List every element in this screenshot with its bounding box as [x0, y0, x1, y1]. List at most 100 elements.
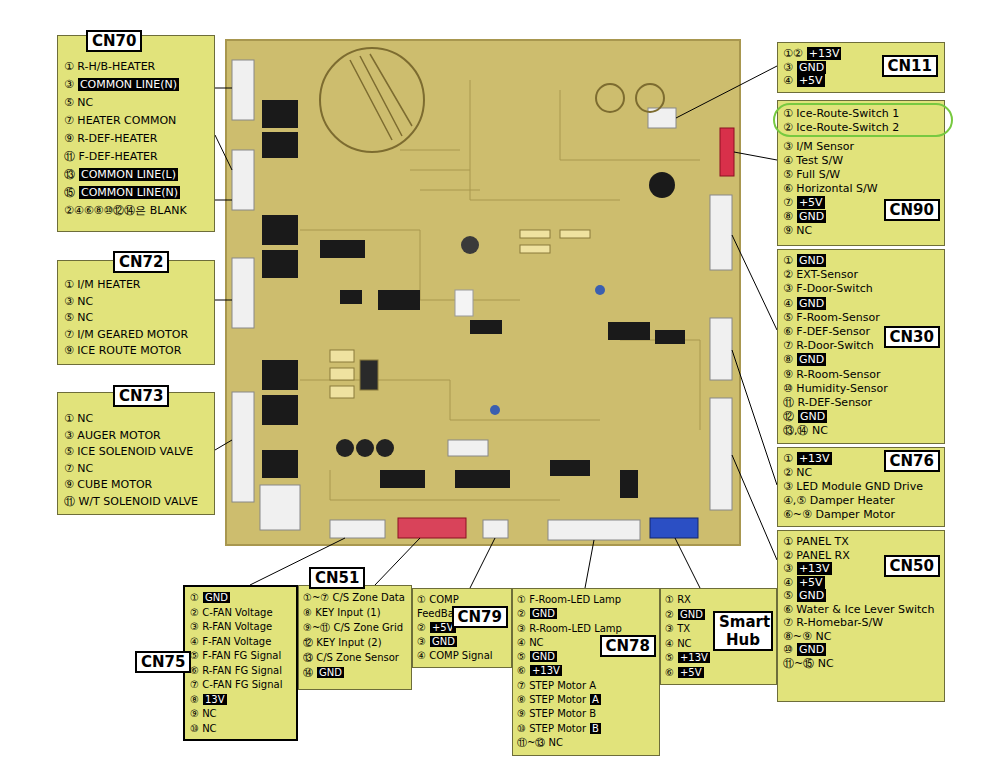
pin-label: ⑥ Water & Ice Lever Switch	[783, 603, 934, 616]
pin-row: ⑨ ICE ROUTE MOTOR	[64, 343, 210, 360]
pin-row: ⑬,⑭ NC	[783, 424, 940, 438]
pin-row: ⑫ KEY Input (2)	[303, 635, 407, 650]
pin-label: ④ NC	[665, 638, 692, 649]
red-connector	[720, 128, 734, 176]
pin-label-highlight: +5V	[797, 74, 825, 87]
pin-row: ⑥~⑨ Damper Motor	[783, 508, 940, 522]
pin-label-highlight: 13V	[203, 694, 227, 705]
pin-row: ⑥+5V	[665, 666, 772, 681]
pin-label: ③	[783, 562, 793, 575]
pin-row: ① R-H/B-HEATER	[64, 58, 210, 76]
pin-row: ⑭GND	[303, 665, 407, 680]
pin-label-highlight: GND	[797, 254, 826, 267]
pin-label: ②	[665, 609, 674, 620]
pin-list: ①GND② C-FAN Voltage③ R-FAN Voltage④ F-FA…	[185, 587, 296, 738]
pin-row: ⑥ Horizontal S/W	[783, 182, 940, 196]
pin-label: ① Ice-Route-Switch 1	[783, 107, 899, 120]
pin-row: ⑪~⑬ NC	[517, 736, 655, 750]
pin-label: ⑦ STEP Motor A	[517, 680, 596, 691]
connector-name: CN73	[113, 385, 169, 407]
pin-row: ⑥ Water & Ice Lever Switch	[783, 603, 940, 617]
pcb-traces	[300, 80, 700, 500]
pin-label: ⑧	[783, 353, 793, 366]
pin-row: ②④⑥⑧⑩⑫⑭은 BLANK	[64, 202, 210, 220]
pin-row: ⑤ NC	[64, 94, 210, 112]
pin-label: ② C-FAN Voltage	[190, 607, 273, 618]
pin-label-highlight: GND	[798, 410, 827, 423]
pin-label: ②	[417, 622, 426, 633]
pin-row: ① I/M HEATER	[64, 277, 210, 294]
connector-callout: CN90① Ice-Route-Switch 1② Ice-Route-Swit…	[777, 100, 945, 246]
connector-name: CN75	[135, 651, 191, 673]
pin-label: ⑬	[64, 168, 75, 181]
pin-row: ⑪ R-DEF-Sensor	[783, 396, 940, 410]
pin-row: ⑦ HEATER COMMON	[64, 112, 210, 130]
pin-row: ④,⑤ Damper Heater	[783, 494, 940, 508]
connector-callout: CN72① I/M HEATER③ NC⑤ NC⑦ I/M GEARED MOT…	[57, 260, 215, 365]
pin-label-highlight: COMMON LINE(N)	[79, 186, 180, 199]
pin-row: ③ F-Door-Switch	[783, 282, 940, 296]
pin-label: ⑨ ICE ROUTE MOTOR	[64, 344, 181, 357]
pin-label: ⑩ NC	[190, 723, 217, 734]
pin-label: ⑪ F-DEF-HEATER	[64, 150, 158, 163]
pin-label: ⑪ W/T SOLENOID VALVE	[64, 495, 198, 508]
pin-label-highlight: GND	[678, 609, 705, 620]
connector-callout: Smart Hub① RX②GND③ TX④ NC⑤+13V⑥+5V	[660, 588, 777, 685]
pin-row: ⑪~⑮ NC	[783, 657, 940, 671]
pin-label: ⑦ NC	[64, 462, 93, 475]
pin-row: ⑩ Humidity-Sensor	[783, 382, 940, 396]
pin-label: ⑩	[783, 643, 793, 656]
pin-label: ⑨ R-DEF-HEATER	[64, 132, 157, 145]
pin-list: ①~⑦ C/S Zone Data⑧ KEY Input (1)⑨~⑪ C/S …	[299, 586, 411, 682]
pin-label-highlight: GND	[530, 651, 557, 662]
pin-row: ⑧GND	[783, 353, 940, 367]
pin-label: ②	[517, 608, 526, 619]
pin-row: ① PANEL TX	[783, 535, 940, 549]
pin-row: ⑨~⑪ C/S Zone Grid	[303, 620, 407, 635]
pin-label-highlight: +13V	[797, 562, 832, 575]
pin-label-highlight: GND	[797, 643, 826, 656]
pin-label: ⑩ STEP Motor	[517, 723, 586, 734]
pin-label: ⑦ I/M GEARED MOTOR	[64, 328, 188, 341]
pin-label: ① RX	[665, 594, 691, 605]
pin-label: ⑥	[517, 665, 526, 676]
pin-row: ⑧ STEP MotorA	[517, 693, 655, 707]
pin-label: ⑦ R-Homebar-S/W	[783, 616, 883, 629]
pin-label-highlight: GND	[317, 667, 344, 678]
pin-label: ⑥	[665, 667, 674, 678]
pin-label: ⑨ NC	[190, 708, 217, 719]
pin-row: ①GND	[190, 591, 292, 606]
connector-callout: CN79① COMP FeedBack②+5V③GND④ COMP Signal	[412, 588, 512, 668]
pin-row: ⑩ NC	[190, 722, 292, 737]
pin-row: ③ AUGER MOTOR	[64, 428, 210, 445]
pin-label: ③	[783, 61, 793, 74]
pin-label: ①	[783, 254, 793, 267]
pin-label: ⑮	[64, 186, 75, 199]
pin-label: ⑥ F-DEF-Sensor	[783, 325, 870, 338]
pin-label: ⑧ KEY Input (1)	[303, 607, 381, 618]
hatched-circle	[320, 48, 424, 152]
pin-label-highlight: GND	[530, 608, 557, 619]
pin-label-highlight: +13V	[797, 452, 832, 465]
pin-label-highlight: COMMON LINE(L)	[79, 168, 178, 181]
pin-label: ⑤ NC	[64, 311, 93, 324]
pin-row: ⑤ Full S/W	[783, 168, 940, 182]
pin-row: ⑤+13V	[665, 651, 772, 666]
pin-row: ⑬ C/S Zone Sensor	[303, 650, 407, 665]
connector-name: CN50	[884, 555, 940, 577]
pin-label: ⑬,⑭ NC	[783, 424, 828, 437]
pin-label: ④	[783, 576, 793, 589]
pin-label: ⑨ R-Room-Sensor	[783, 368, 881, 381]
pin-label: ④ Test S/W	[783, 154, 843, 167]
pin-label-highlight: GND	[430, 636, 457, 647]
pin-label: ⑤	[517, 651, 526, 662]
pin-row: ⑪ F-DEF-HEATER	[64, 148, 210, 166]
pin-row: ③ R-FAN Voltage	[190, 620, 292, 635]
pin-row: ⑨ STEP Motor B	[517, 707, 655, 721]
pin-row: ① GND	[783, 254, 940, 268]
pin-label: ⑫ KEY Input (2)	[303, 637, 382, 648]
connector-callout: CN73① NC③ AUGER MOTOR⑤ ICE SOLENOID VALV…	[57, 392, 215, 515]
pin-row: ⑩ STEP MotorB	[517, 722, 655, 736]
pin-row: ⑧~⑨ NC	[783, 630, 940, 644]
pin-label: ①	[190, 592, 199, 603]
